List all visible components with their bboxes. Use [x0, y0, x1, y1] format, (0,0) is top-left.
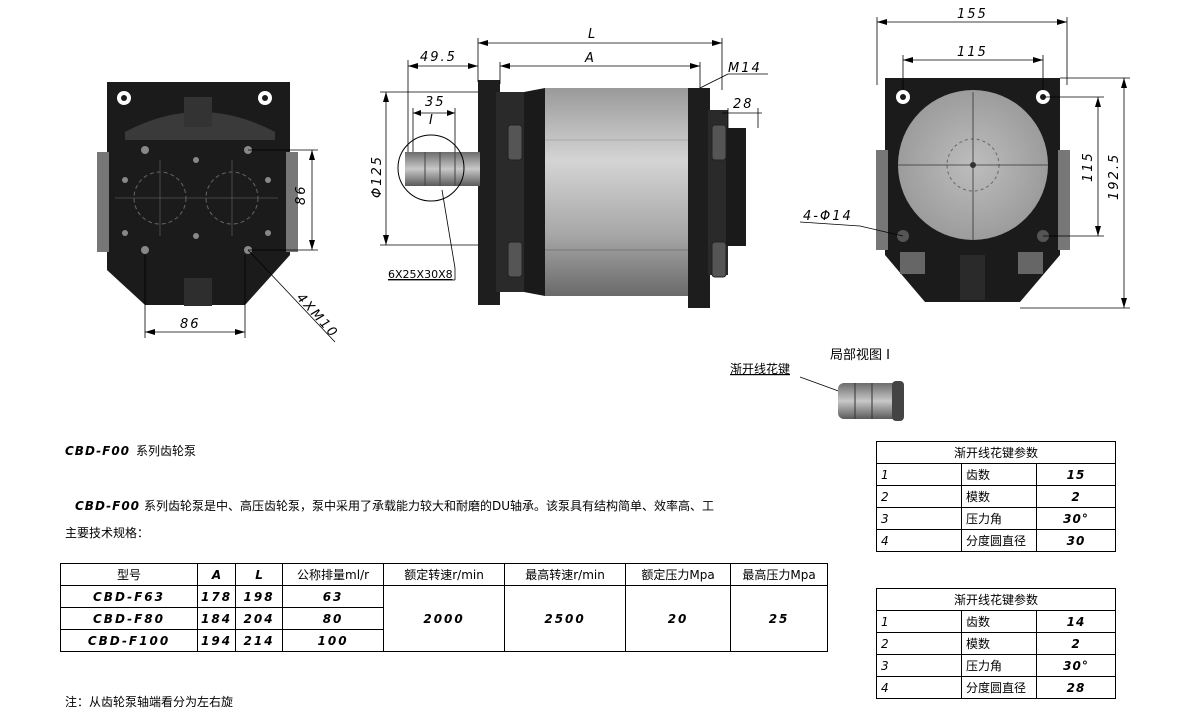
- intro-title-model: CBD-F00: [65, 444, 131, 458]
- table-row: 1 齿数 14: [876, 610, 1116, 633]
- left-view-thread-dim: 4XM10: [293, 291, 341, 342]
- param-name: 压力角: [961, 507, 1037, 530]
- spline-table-1-title: 渐开线花键参数: [876, 441, 1116, 464]
- table-row: 3 压力角 30°: [876, 654, 1116, 677]
- row-index: 1: [876, 610, 962, 633]
- param-name: 齿数: [961, 610, 1037, 633]
- row-index: 2: [876, 632, 962, 655]
- param-name: 齿数: [961, 463, 1037, 486]
- param-value: 15: [1036, 463, 1116, 486]
- dim-115-vertical: 115: [1081, 151, 1096, 182]
- right-view: 155 115 115 192.5 4-Φ14: [799, 7, 1130, 309]
- intro-para-text: 系列齿轮泵是中、高压齿轮泵，泵中采用了承载能力较大和耐磨的DU轴承。该泵具有结构…: [144, 499, 715, 513]
- table-row: 4 分度圆直径 30: [876, 529, 1116, 552]
- spline-spec: 6X25X30X8: [388, 268, 453, 281]
- table-row: CBD-F80 184 204 80: [60, 607, 828, 630]
- rated-speed-cell: 2000: [383, 585, 506, 652]
- row-index: 3: [876, 507, 962, 530]
- param-value: 14: [1036, 610, 1116, 633]
- dim-flange-diameter: Φ125: [370, 155, 385, 198]
- param-value: 2: [1036, 485, 1116, 508]
- intro-para-model: CBD-F00: [75, 499, 141, 513]
- table-row: 2 模数 2: [876, 632, 1116, 655]
- detail-view: 局部视图 I 渐开线花键: [730, 348, 904, 421]
- A-cell: 178: [196, 585, 237, 608]
- spec-header-max-speed: 最高转速r/min: [504, 563, 627, 586]
- spline-param-table-2: 渐开线花键参数 1 齿数 14 2 模数 2 3 压力角 30° 4 分度圆直径…: [876, 588, 1116, 699]
- dim-49-5: 49.5: [420, 50, 457, 65]
- param-name: 分度圆直径: [961, 676, 1037, 699]
- row-index: 4: [876, 529, 962, 552]
- dim-L: L: [588, 27, 597, 42]
- model-cell: CBD-F100: [60, 629, 198, 652]
- dim-115-horizontal: 115: [957, 45, 988, 60]
- table-row: 4 分度圆直径 28: [876, 676, 1116, 699]
- param-value: 28: [1036, 676, 1116, 699]
- spline-table-2-title: 渐开线花键参数: [876, 588, 1116, 611]
- spec-header-row: 型号 A L 公称排量ml/r 额定转速r/min 最高转速r/min 额定压力…: [60, 563, 829, 586]
- spec-header-rated-pressure: 额定压力Mpa: [625, 563, 732, 586]
- L-cell: 198: [235, 585, 284, 608]
- dim-28: 28: [733, 97, 754, 112]
- displacement-cell: 100: [282, 629, 385, 652]
- dim-mounting-holes: 4-Φ14: [803, 209, 853, 224]
- param-name: 压力角: [961, 654, 1037, 677]
- intro-title: CBD-F00 系列齿轮泵: [65, 442, 196, 459]
- max-speed-cell: 2500: [504, 585, 627, 652]
- row-index: 4: [876, 676, 962, 699]
- param-name: 分度圆直径: [961, 529, 1037, 552]
- detail-mark-I: I: [429, 113, 435, 128]
- L-cell: 204: [235, 607, 284, 630]
- spline-param-table-1: 渐开线花键参数 1 齿数 15 2 模数 2 3 压力角 30° 4 分度圆直径…: [876, 441, 1116, 552]
- model-cell: CBD-F63: [60, 585, 198, 608]
- param-name: 模数: [961, 632, 1037, 655]
- dim-A: A: [584, 51, 596, 66]
- displacement-cell: 63: [282, 585, 385, 608]
- left-view-width-dim: 86: [180, 317, 201, 332]
- table-row: CBD-F100 194 214 100: [60, 629, 828, 652]
- footnote: 注：从齿轮泵轴端看分为左右旋: [65, 695, 234, 709]
- table-row: 2 模数 2: [876, 485, 1116, 508]
- max-pressure-cell: 25: [730, 585, 829, 652]
- spec-header-A: A: [196, 563, 237, 586]
- left-view: 86 86 4XM10: [97, 82, 341, 343]
- param-value: 30: [1036, 529, 1116, 552]
- left-view-height-dim: 86: [294, 184, 309, 205]
- param-value: 30°: [1036, 654, 1116, 677]
- dim-port-M14: M14: [728, 61, 762, 76]
- row-index: 1: [876, 463, 962, 486]
- spec-header-displacement: 公称排量ml/r: [282, 563, 385, 586]
- A-cell: 184: [196, 607, 237, 630]
- dim-155: 155: [957, 7, 988, 22]
- spec-header-max-pressure: 最高压力Mpa: [730, 563, 829, 586]
- detail-title: 局部视图 I: [830, 348, 890, 363]
- table-row: CBD-F63 178 198 63 2000 2500 20 25: [60, 585, 829, 652]
- spec-header-rated-speed: 额定转速r/min: [383, 563, 506, 586]
- table-row: 1 齿数 15: [876, 463, 1116, 486]
- rated-pressure-cell: 20: [625, 585, 732, 652]
- spec-table: 型号 A L 公称排量ml/r 额定转速r/min 最高转速r/min 额定压力…: [60, 563, 829, 652]
- param-value: 2: [1036, 632, 1116, 655]
- spec-header-model: 型号: [60, 563, 198, 586]
- row-index: 3: [876, 654, 962, 677]
- param-name: 模数: [961, 485, 1037, 508]
- side-view: L A 49.5 35 I Φ125 M14 28 6X25X30X8: [370, 27, 768, 308]
- row-index: 2: [876, 485, 962, 508]
- dim-192-5: 192.5: [1107, 153, 1122, 200]
- displacement-cell: 80: [282, 607, 385, 630]
- table-row: 3 压力角 30°: [876, 507, 1116, 530]
- intro-title-text: 系列齿轮泵: [136, 444, 197, 458]
- L-cell: 214: [235, 629, 284, 652]
- pump-drawing: 86 86 4XM10: [97, 7, 1130, 421]
- dim-35: 35: [425, 95, 446, 110]
- A-cell: 194: [196, 629, 237, 652]
- intro-para-line2: 主要技术规格：: [65, 526, 150, 540]
- model-cell: CBD-F80: [60, 607, 198, 630]
- detail-label: 渐开线花键: [730, 361, 790, 376]
- spec-header-L: L: [235, 563, 284, 586]
- param-value: 30°: [1036, 507, 1116, 530]
